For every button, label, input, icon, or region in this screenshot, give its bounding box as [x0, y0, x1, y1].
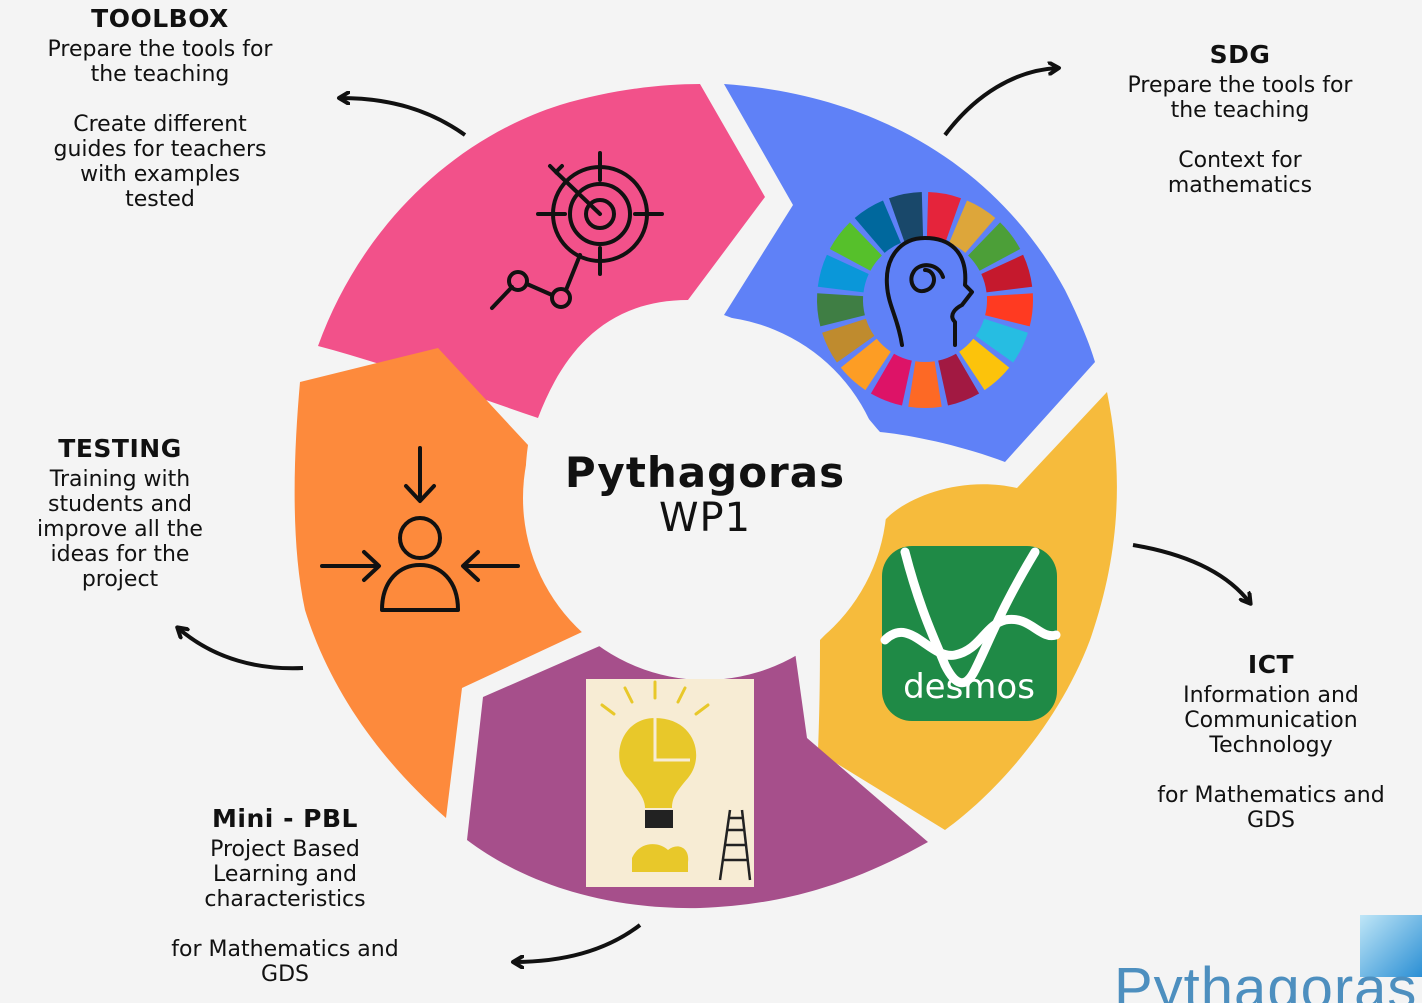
logo-square	[1360, 915, 1422, 977]
center-title: Pythagoras WP1	[540, 448, 870, 541]
testing-text-1: Training with students and improve all t…	[37, 467, 203, 592]
sdg-block: SDG Prepare the tools for the teaching C…	[1080, 42, 1400, 198]
sdg-wedge	[959, 338, 1010, 391]
ict-text-2: for Mathematics and GDS	[1157, 783, 1385, 833]
toolbox-heading: TOOLBOX	[91, 4, 229, 33]
toolbox-block: TOOLBOX Prepare the tools for the teachi…	[0, 6, 320, 212]
segment-testing	[294, 348, 582, 818]
segment-toolbox	[318, 84, 765, 418]
diagram-subtitle: WP1	[658, 495, 752, 541]
arrow-to-toolbox	[340, 98, 467, 137]
sdg-wedge	[854, 200, 901, 253]
desmos-logo-icon: desmos	[880, 546, 1061, 721]
arrow-to-ict	[1132, 543, 1250, 603]
sdg-wedge	[870, 353, 912, 406]
sdg-heading: SDG	[1209, 40, 1271, 69]
sdg-wedge	[816, 293, 865, 327]
center-circle	[523, 316, 887, 680]
toolbox-text-1: Prepare the tools for the teaching	[47, 37, 273, 87]
sdg-text-1: Prepare the tools for the teaching	[1127, 73, 1353, 123]
sdg-wheel-icon	[816, 192, 1034, 408]
minipbl-text-1: Project Based Learning and characteristi…	[204, 837, 366, 912]
pythagoras-logo: Pythagoras	[1112, 915, 1422, 1003]
sdg-wedge	[968, 222, 1021, 271]
target-icon	[490, 151, 664, 310]
sdg-wedge	[981, 254, 1033, 293]
arrow-to-sdg	[943, 68, 1058, 137]
sdg-wedge	[829, 222, 882, 271]
desmos-label: desmos	[903, 667, 1035, 707]
testing-heading: TESTING	[58, 434, 182, 463]
testing-block: TESTING Training with students and impro…	[0, 436, 240, 592]
sdg-wedge	[985, 293, 1034, 327]
sdg-wedge	[840, 338, 891, 391]
ict-heading: ICT	[1247, 650, 1295, 679]
minipbl-block: Mini - PBL Project Based Learning and ch…	[120, 806, 450, 987]
sdg-wedge	[926, 192, 961, 242]
toolbox-text-2: Create different guides for teachers wit…	[53, 112, 267, 212]
arrow-to-minipbl	[514, 923, 642, 962]
logo-text: Pythagoras	[1114, 956, 1418, 1003]
sdg-wedge	[889, 192, 924, 242]
minipbl-heading: Mini - PBL	[212, 804, 358, 833]
sdg-wedge	[949, 200, 996, 253]
minipbl-text-2: for Mathematics and GDS	[171, 937, 399, 987]
focus-person-icon	[320, 446, 520, 612]
sdg-wedge	[975, 318, 1028, 363]
diagram-title: Pythagoras	[564, 448, 846, 497]
arrow-to-testing	[178, 628, 304, 671]
head-spiral-icon	[884, 236, 974, 347]
sdg-wedge	[908, 361, 942, 408]
ict-block: ICT Information and Communication Techno…	[1112, 652, 1422, 833]
sdg-wedge	[817, 254, 869, 293]
sdg-text-2: Context for mathematics	[1167, 148, 1313, 198]
ict-text-1: Information and Communication Technology	[1183, 683, 1359, 758]
sdg-wedge	[938, 353, 980, 406]
sdg-wedge	[822, 318, 875, 363]
lightbulb-puzzle-icon	[586, 679, 754, 887]
